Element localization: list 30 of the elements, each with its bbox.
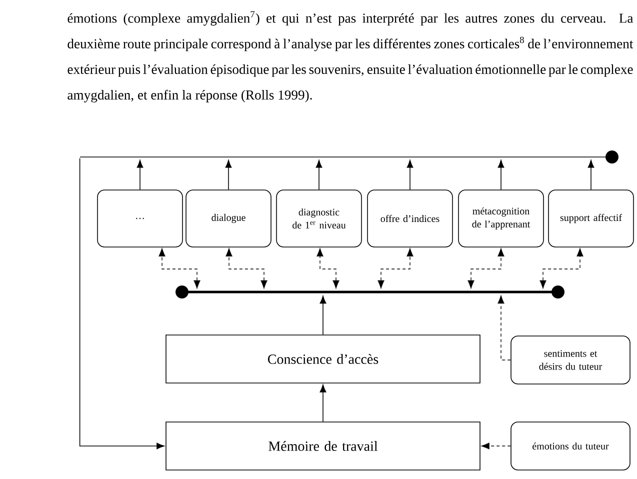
dashed-arrow	[158, 248, 200, 290]
arrow	[136, 160, 144, 190]
paragraph-text: émotions (complexe amygdalien$^{7}$) et qui n’est pas interprété par les autres zones du cerveau. La deuxième route principale correspond à l’analyse par les différentes zones corticales$^{8}$ de l’environnement extérieur puis l’évaluation épisodique par les souvenirs, ensuite l’évaluation émotionnelle par le complexe amygdalien, et enfin la réponse (Rolls 1999).	[68, 11, 634, 102]
arrow	[406, 160, 414, 190]
process-box: support affectif	[548, 190, 634, 248]
process-box: Mémoire de travail	[166, 422, 480, 470]
arrow	[79, 158, 164, 450]
dashed-arrow	[378, 248, 414, 290]
process-box: Conscience d’accès	[166, 334, 480, 384]
dashed-arrow	[540, 248, 584, 290]
dashed-arrow	[226, 248, 268, 290]
process-box: diagnostic de 1$^{er}$ niveau	[276, 190, 362, 248]
input-box: émotions du tuteur	[510, 422, 630, 470]
bus-line	[80, 150, 618, 164]
dashed-arrow	[480, 442, 511, 450]
bus-line	[176, 285, 564, 298]
process-box: métacognition de l’apprenant	[458, 190, 544, 248]
arrow	[588, 160, 594, 190]
dashed-arrow	[468, 248, 504, 290]
dashed-arrow	[498, 294, 511, 360]
arrow	[498, 160, 504, 190]
process-box: dialogue	[186, 190, 272, 248]
arrow	[320, 296, 326, 335]
arrow	[316, 160, 322, 190]
arrow	[320, 384, 326, 422]
dashed-arrow	[316, 248, 340, 290]
arrow	[225, 160, 232, 190]
process-box: …	[97, 190, 183, 248]
input-box: sentiments et désirs du tuteur	[510, 336, 630, 384]
process-box: offre d’indices	[367, 190, 453, 248]
